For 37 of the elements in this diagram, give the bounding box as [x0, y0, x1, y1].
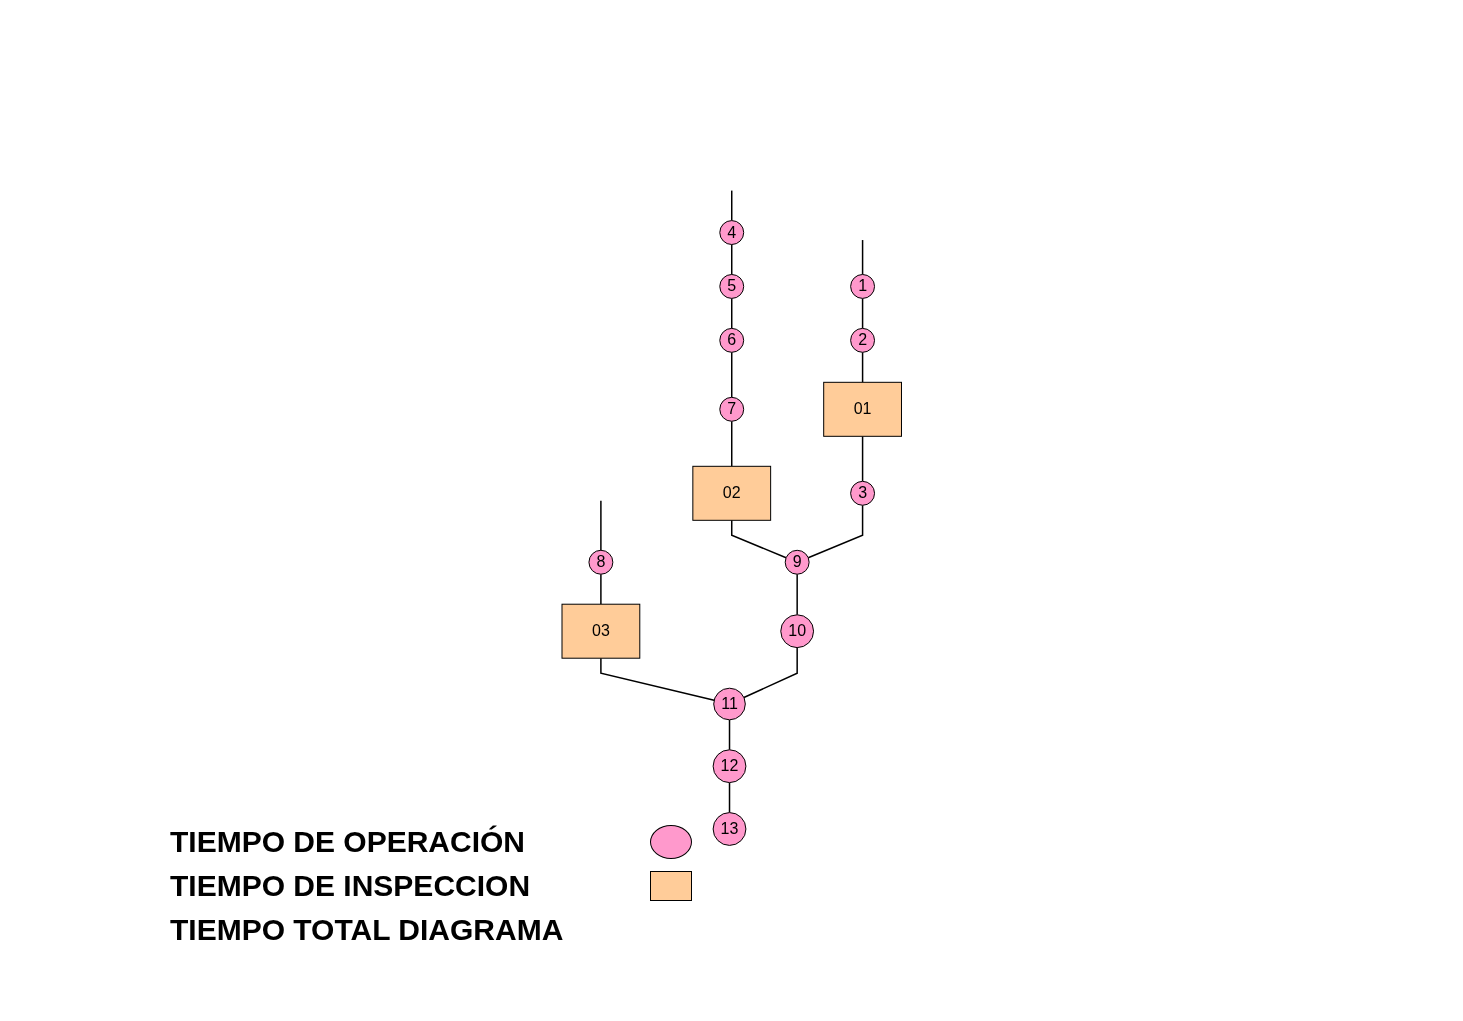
total-time-label: TIEMPO TOTAL DIAGRAMA — [170, 913, 565, 947]
connector — [730, 519, 787, 559]
connector — [861, 239, 864, 276]
node-circle: 4 — [719, 220, 744, 245]
node-circle: 13 — [712, 812, 747, 846]
connector — [730, 297, 733, 330]
node-circle: 3 — [849, 480, 875, 506]
node-circle: 7 — [719, 396, 744, 422]
node-circle: 2 — [849, 327, 875, 353]
connector — [728, 781, 730, 814]
connector — [861, 351, 864, 384]
legend-text: TIEMPO DE INSPECCION — [170, 869, 532, 903]
connector — [730, 420, 733, 468]
node-box: 01 — [822, 381, 902, 437]
node-box: 03 — [561, 603, 641, 659]
connector — [730, 351, 733, 399]
connector — [861, 435, 864, 483]
connector — [730, 189, 733, 222]
node-circle: 12 — [712, 749, 747, 784]
connector — [861, 297, 864, 330]
connector — [599, 573, 602, 605]
node-box: 02 — [692, 465, 771, 521]
node-circle: 6 — [719, 327, 744, 353]
connector — [728, 719, 730, 751]
node-circle: 1 — [849, 274, 875, 299]
node-circle: 11 — [712, 687, 746, 721]
connector — [807, 504, 864, 559]
connector — [599, 657, 715, 702]
connector — [599, 500, 602, 552]
connector — [730, 243, 733, 276]
node-circle: 10 — [780, 614, 814, 649]
node-circle: 5 — [719, 274, 744, 299]
node-circle: 9 — [784, 549, 810, 575]
connector — [796, 573, 798, 616]
connector — [742, 646, 798, 699]
legend-text: TIEMPO DE OPERACIÓN — [170, 825, 527, 859]
node-circle: 8 — [588, 549, 614, 575]
